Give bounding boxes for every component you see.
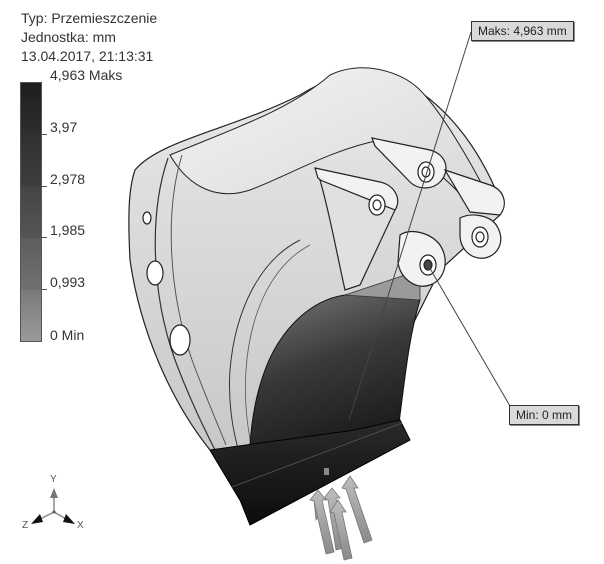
triad-y-label: Y [50, 474, 57, 485]
result-type-label: Typ: Przemieszczenie [21, 10, 158, 26]
pin-holes [368, 161, 489, 276]
bucket-shell [128, 67, 501, 501]
load-point-marker [324, 468, 329, 475]
legend-label-1: 3,97 [50, 119, 78, 135]
max-leader-line [348, 31, 472, 421]
timestamp-label: 13.04.2017, 21:13:31 [21, 48, 154, 64]
color-legend-bar [20, 82, 42, 342]
load-arrows [309, 475, 373, 561]
legend-label-4: 0,993 [50, 274, 86, 290]
view-triad[interactable] [31, 488, 75, 524]
bucket-cavity [209, 269, 421, 526]
triad-z-label: Z [22, 520, 29, 531]
max-displacement-callout[interactable]: Maks: 4,963 mm [471, 21, 574, 41]
triad-x-label: X [77, 520, 84, 531]
min-leader-line [427, 264, 511, 407]
legend-label-2: 2,978 [50, 171, 86, 187]
unit-label: Jednostka: mm [21, 29, 116, 45]
legend-label-3: 1,985 [50, 222, 86, 238]
legend-label-min: 0 Min [50, 327, 85, 343]
min-displacement-callout[interactable]: Min: 0 mm [509, 405, 580, 425]
legend-label-max: 4,963 Maks [50, 67, 123, 83]
